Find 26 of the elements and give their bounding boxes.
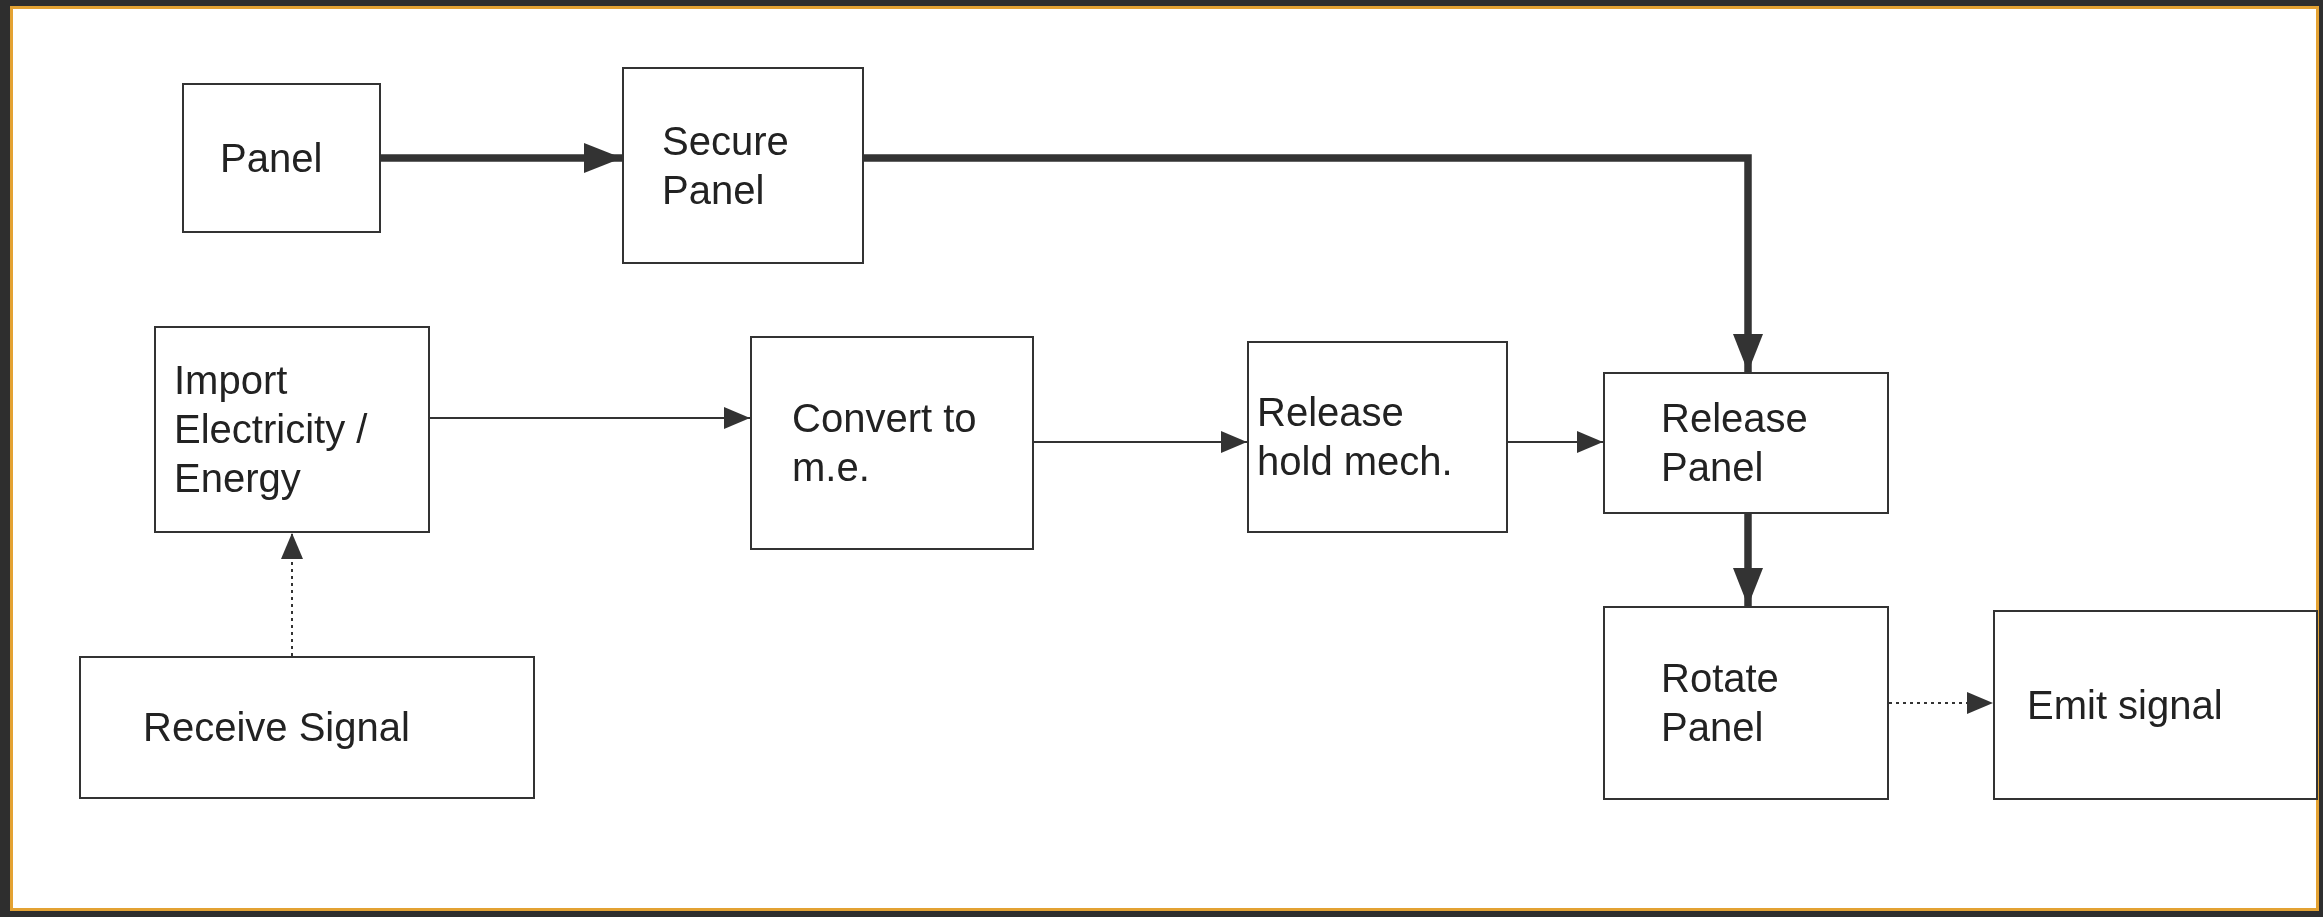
box-label: Secure Panel	[662, 117, 790, 214]
box-label: Release Panel	[1661, 395, 1809, 491]
process-box	[622, 67, 864, 264]
arrow	[864, 154, 1763, 372]
process-box	[1603, 606, 1889, 800]
box-label: Import Electricity / Energy	[174, 357, 369, 502]
box-label: Rotate Panel	[1661, 655, 1780, 751]
box-label: Emit signal	[2027, 681, 2223, 729]
arrow	[1888, 692, 1994, 714]
box-label: Release hold mech.	[1257, 389, 1454, 485]
process-box	[79, 656, 535, 799]
arrow	[281, 532, 303, 657]
box-label: Receive Signal	[143, 704, 410, 752]
box-label: Panel	[220, 134, 323, 182]
arrow	[429, 407, 751, 429]
process-box	[182, 83, 381, 233]
process-box	[154, 326, 430, 533]
arrow	[1033, 431, 1248, 453]
process-box	[1603, 372, 1889, 514]
arrow	[1733, 514, 1763, 606]
arrow	[1507, 431, 1604, 453]
box-label: Convert to m.e.	[792, 395, 978, 491]
process-box	[750, 336, 1034, 550]
process-box	[1247, 341, 1508, 533]
arrow	[381, 143, 622, 173]
process-box	[1993, 610, 2318, 800]
